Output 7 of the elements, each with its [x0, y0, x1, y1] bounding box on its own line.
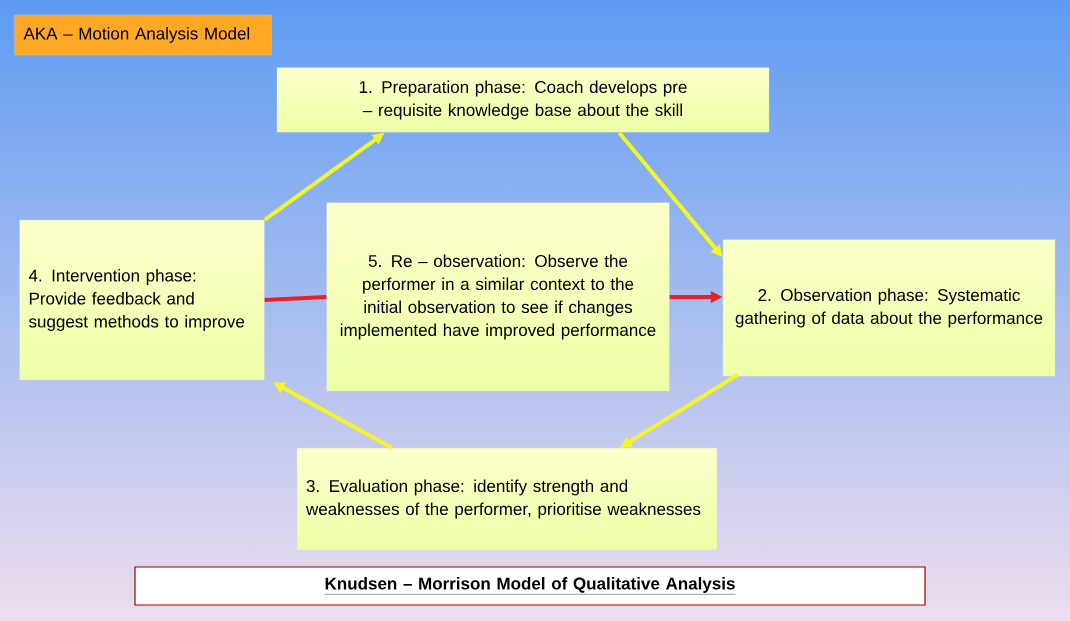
phase-box: 1. Preparation phase: Coach develops pre – requisite knowledge base about the skill	[276, 67, 770, 133]
phase-box: 4. Intervention phase: Provide feedback and suggest methods to improve	[19, 219, 265, 381]
phase-box: 3. Evaluation phase: identify strength and weaknesses of the performer, prioritise weaknesses	[296, 447, 718, 551]
phase-box: 5. Re – observation: Observe the performer in a similar context to the initial observation to see if changes implemented have improved performance	[326, 202, 670, 392]
title-box: Knudsen – Morrison Model of Qualitative Analysis	[134, 566, 926, 606]
phase-box: 2. Observation phase: Systematic gathering of data about the performance	[722, 239, 1056, 377]
heading-box: AKA – Motion Analysis Model	[14, 14, 272, 56]
